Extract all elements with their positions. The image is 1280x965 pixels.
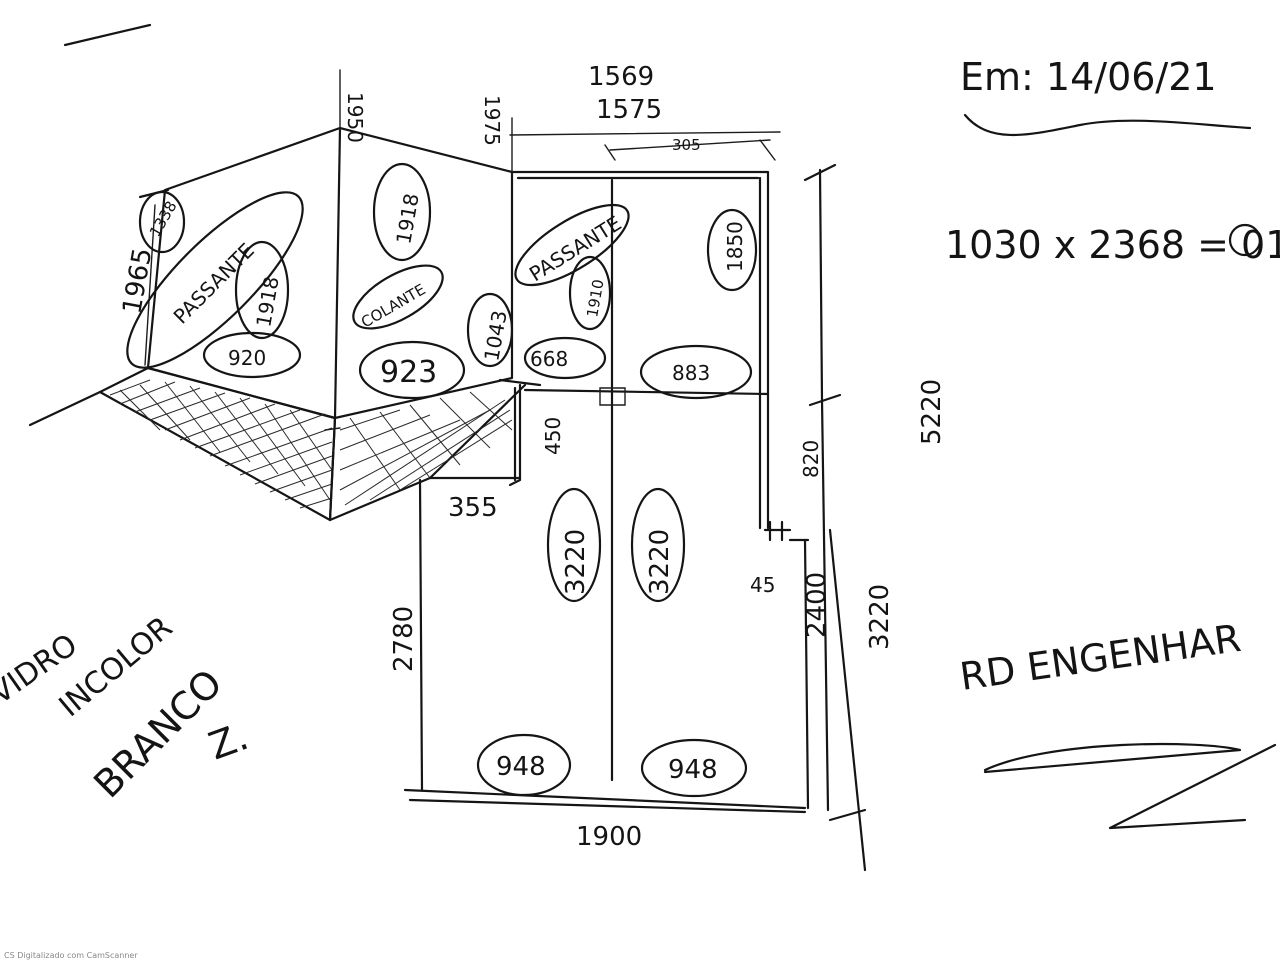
- scanner-watermark: CS Digitalizado com CamScanner: [4, 951, 138, 960]
- left-panel-c: 920: [228, 346, 266, 370]
- bottom-width: 1900: [576, 822, 642, 852]
- right-panel-c: 1850: [723, 221, 747, 272]
- stray-stroke: [63, 23, 152, 47]
- left-panel-a: 1338: [146, 198, 181, 240]
- material-mark: Z.: [203, 714, 254, 768]
- floor-b: 948: [668, 755, 718, 785]
- floor-a: 948: [496, 752, 546, 782]
- glass-spec-text: 1030 x 2368 = 01: [945, 223, 1280, 267]
- mid-panel-a: 1918: [391, 192, 423, 246]
- dim-450: 450: [541, 417, 565, 455]
- left-wall-height: 1965: [117, 246, 158, 316]
- dim-5220: 5220: [917, 379, 947, 445]
- lower-section: [403, 476, 810, 814]
- dim-355: 355: [448, 493, 498, 523]
- side-height: 2780: [389, 606, 419, 672]
- callout-ovals: [126, 162, 1262, 798]
- right-panel-a: 1910: [583, 278, 607, 319]
- door-a-height: 3220: [561, 529, 591, 595]
- small-top-dim: 1975: [480, 95, 504, 146]
- right-panel-d: 883: [672, 361, 710, 385]
- top-dim-b: 1575: [596, 95, 662, 125]
- dim-820: 820: [799, 440, 823, 478]
- dimension-lines: [144, 69, 867, 872]
- dim-2400: 2400: [802, 572, 832, 638]
- dim-3220-right: 3220: [865, 584, 895, 650]
- right-panel-b: 668: [530, 347, 568, 371]
- company-text: RD ENGENHAR: [957, 616, 1243, 699]
- left-label-passante: PASSANTE: [169, 238, 259, 328]
- right-label-passante: PASSANTE: [525, 211, 626, 286]
- left-height-dim: 1950: [343, 92, 367, 143]
- left-panel-b: 1918: [251, 275, 283, 329]
- top-dim-a: 1569: [588, 62, 654, 92]
- segment-dim: 305: [672, 136, 701, 154]
- door-b-height: 3220: [645, 529, 675, 595]
- left-wall: [28, 126, 342, 522]
- gap-dim: 45: [750, 573, 775, 597]
- date-text: Em: 14/06/21: [960, 55, 1217, 99]
- signature-stroke: [983, 742, 1277, 830]
- material-note: VIDRO INCOLOR BRANCO Z.: [0, 610, 254, 806]
- mid-panel-b: 923: [380, 355, 437, 390]
- date-underline: [963, 113, 1252, 137]
